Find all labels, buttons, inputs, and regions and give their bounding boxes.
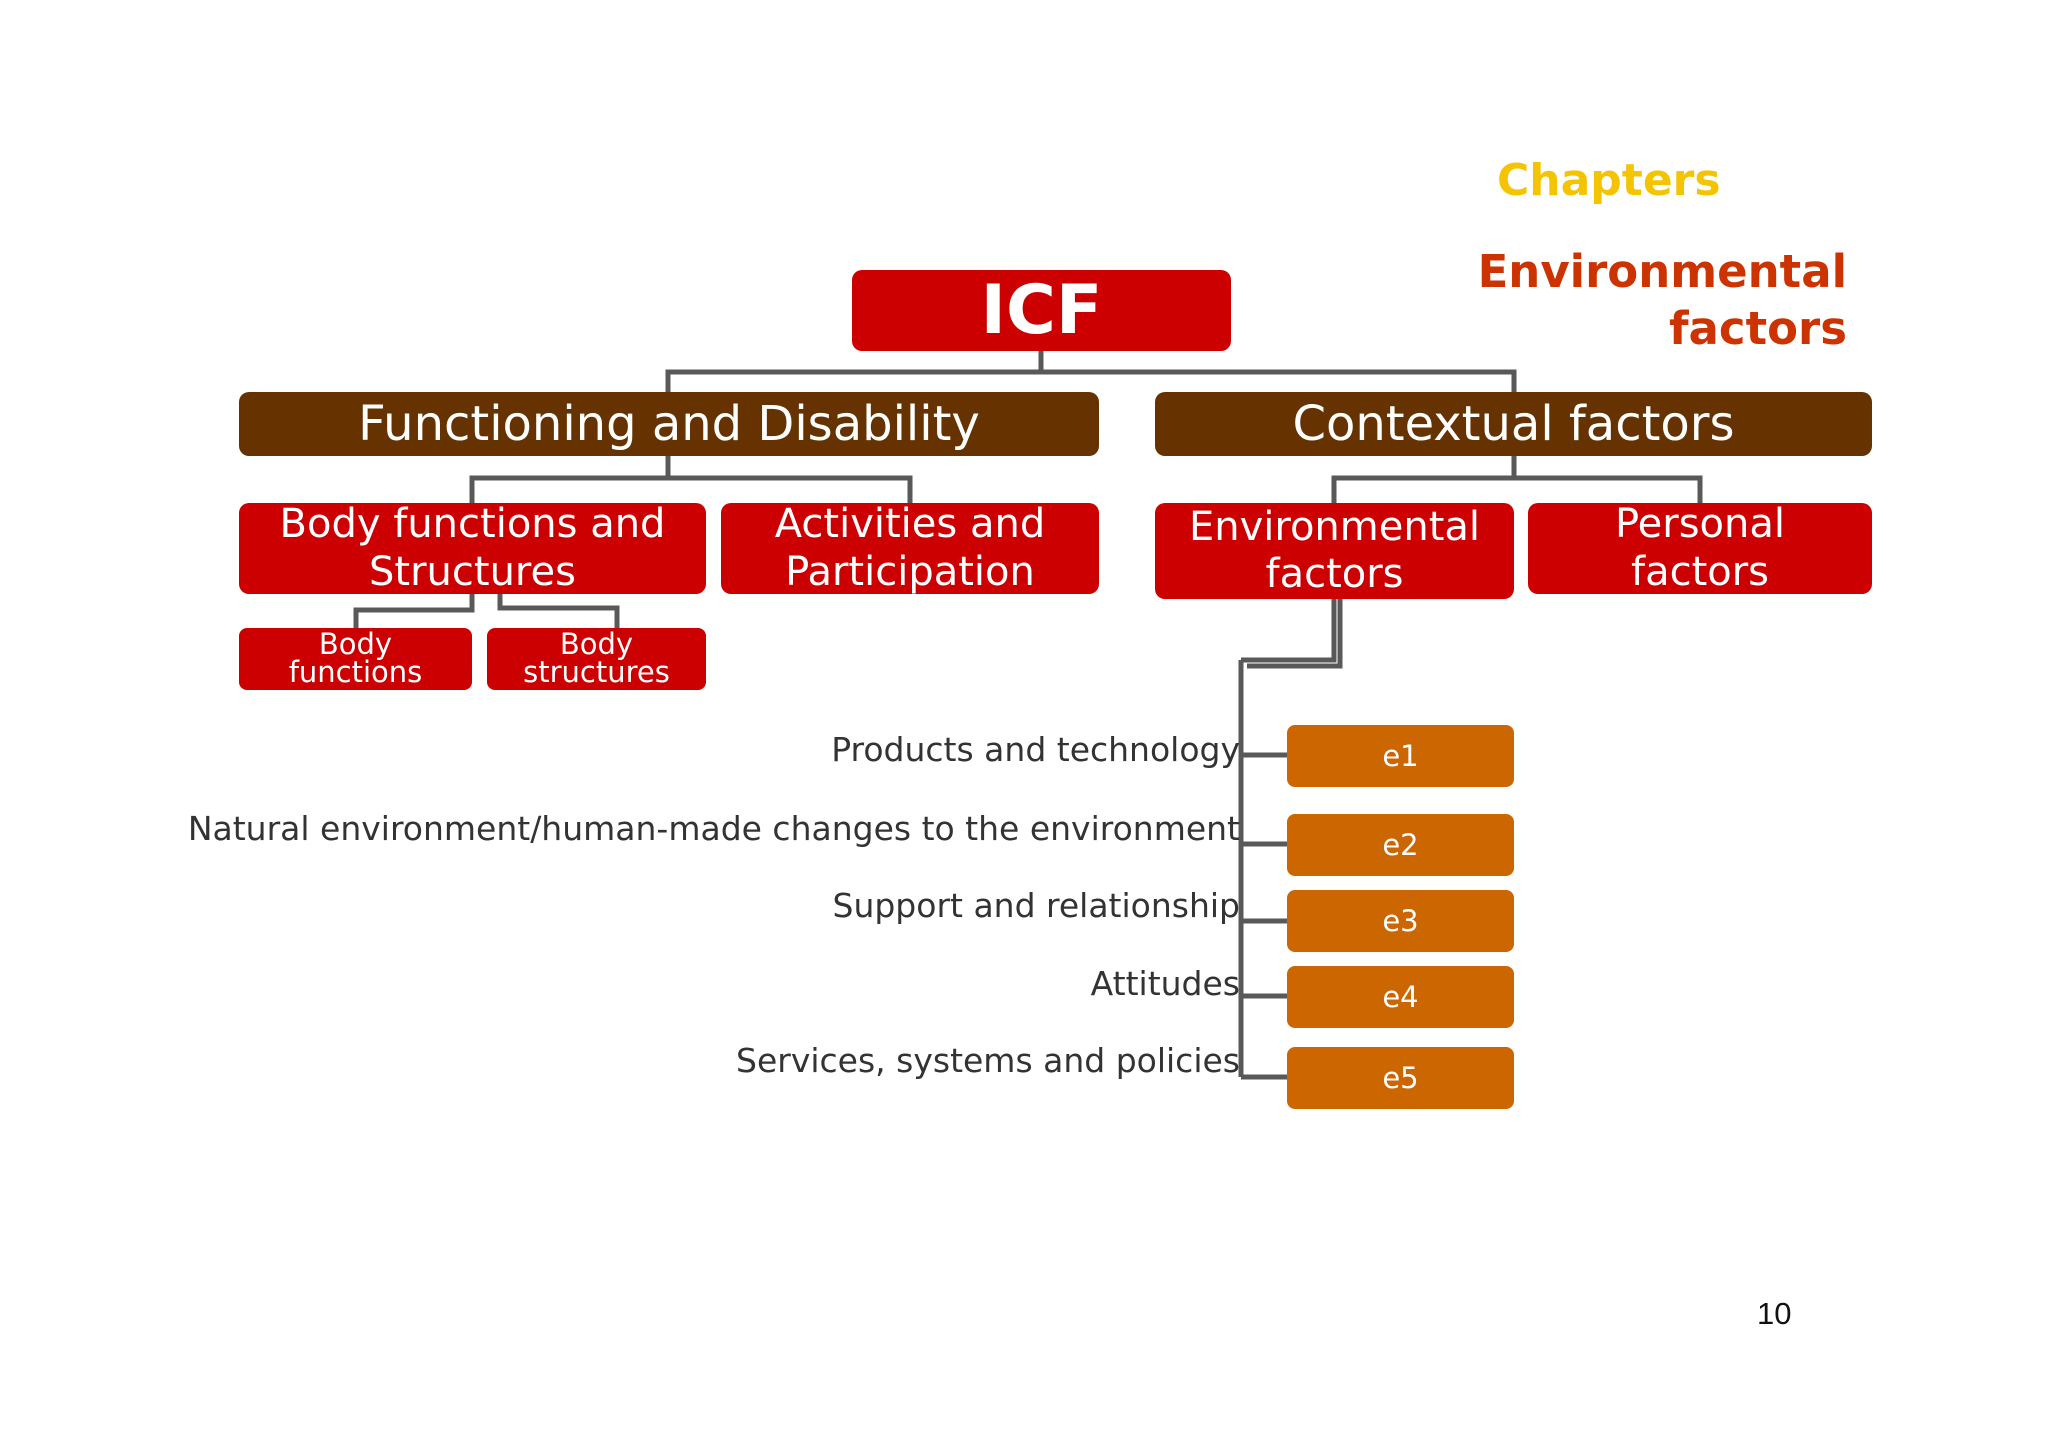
- environmental-factors-heading: Environmental factors: [1478, 243, 1847, 357]
- page-number: 10: [1757, 1296, 1792, 1331]
- personal-factors-box: Personal factors: [1528, 501, 1872, 595]
- environmental-factors-box: Environmental factors: [1155, 503, 1514, 599]
- chapter-code-box: e1: [1287, 725, 1514, 787]
- activities-participation-box: Activities and Participation: [721, 501, 1099, 595]
- connector-contextual: [1331, 456, 1703, 503]
- personal-factors-line2: factors: [1630, 548, 1770, 595]
- body-functions-box: Body functions: [239, 628, 472, 690]
- body-functions-structures-line2: Structures: [369, 548, 576, 595]
- connector-icf: [665, 351, 1517, 392]
- environmental-heading-line1: Environmental: [1477, 245, 1847, 298]
- connector-functioning: [469, 456, 913, 503]
- body-functions-line1: Body: [318, 627, 393, 662]
- body-functions-structures-box: Body functions and Structures: [239, 501, 706, 595]
- chapter-code-box: e3: [1287, 890, 1514, 952]
- body-structures-box: Body structures: [487, 628, 706, 690]
- functioning-disability-box: Functioning and Disability: [239, 392, 1099, 456]
- body-functions-line2: functions: [288, 655, 423, 689]
- connector-body: [353, 594, 620, 628]
- chapter-label: Products and technology: [831, 730, 1240, 769]
- contextual-factors-box: Contextual factors: [1155, 392, 1872, 456]
- chapter-label: Support and relationship: [832, 886, 1241, 925]
- chapters-heading: Chapters: [1497, 155, 1721, 206]
- chapter-code-box: e4: [1287, 966, 1514, 1028]
- chapter-label: Services, systems and policies: [736, 1041, 1240, 1080]
- chapter-code-box: e5: [1287, 1047, 1514, 1109]
- chapter-code-box: e2: [1287, 814, 1514, 876]
- icf-root-box: ICF: [852, 270, 1231, 351]
- chapter-label: Natural environment/human-made changes t…: [187, 809, 1240, 848]
- environmental-factors-line2: factors: [1265, 551, 1404, 597]
- connector-environmental: [1241, 599, 1343, 669]
- chapter-label: Attitudes: [1090, 964, 1240, 1003]
- personal-factors-line1: Personal: [1614, 501, 1786, 548]
- activities-participation-line2: Participation: [785, 548, 1035, 595]
- connector-bracket: [1238, 660, 1287, 1080]
- body-functions-structures-line1: Body functions and: [279, 501, 666, 548]
- body-structures-line2: structures: [523, 655, 670, 689]
- activities-participation-line1: Activities and: [774, 501, 1046, 548]
- body-structures-line1: Body: [559, 627, 634, 662]
- environmental-heading-line2: factors: [1668, 302, 1847, 356]
- environmental-factors-line1: Environmental: [1188, 503, 1481, 550]
